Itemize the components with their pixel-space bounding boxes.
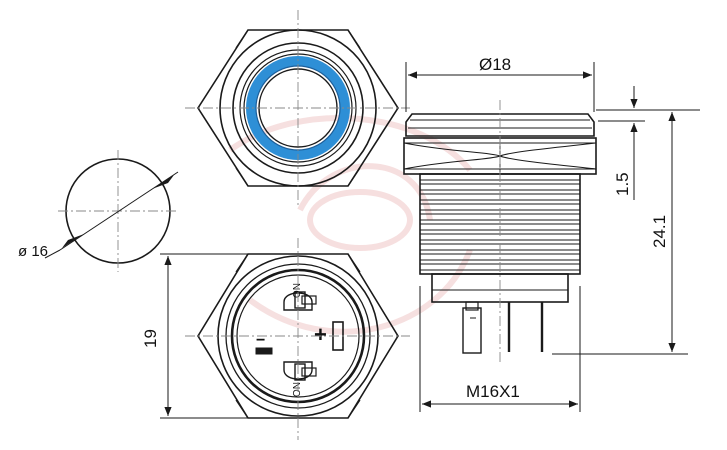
label-no-upper: NO (290, 283, 301, 298)
label-no-lower: NO (290, 382, 301, 397)
dimension-thread (419, 286, 581, 412)
panel-cutout: ø 16 (18, 150, 179, 272)
bottom-center-lines (185, 238, 410, 440)
watermark-logo (228, 115, 473, 335)
dimension-thread-label: M16X1 (466, 382, 520, 401)
label-positive: + (314, 322, 327, 347)
terminal-negative (255, 347, 273, 355)
dimension-diameter-18 (405, 62, 595, 112)
side-head (405, 113, 595, 137)
dimension-19 (160, 253, 248, 419)
pin-left (462, 307, 482, 354)
dimension-24-1-label: 24.1 (650, 215, 669, 248)
dimension-diameter-18-label: Ø18 (479, 55, 511, 74)
label-negative: − (256, 332, 265, 349)
top-center-lines (185, 10, 410, 205)
cutout-diameter-label: ø 16 (18, 243, 48, 260)
dimension-19-label: 19 (141, 329, 160, 348)
dimension-height (552, 86, 700, 355)
dimension-1-5-label: 1.5 (613, 172, 632, 196)
terminal-labels: NO NO + − (256, 283, 327, 397)
